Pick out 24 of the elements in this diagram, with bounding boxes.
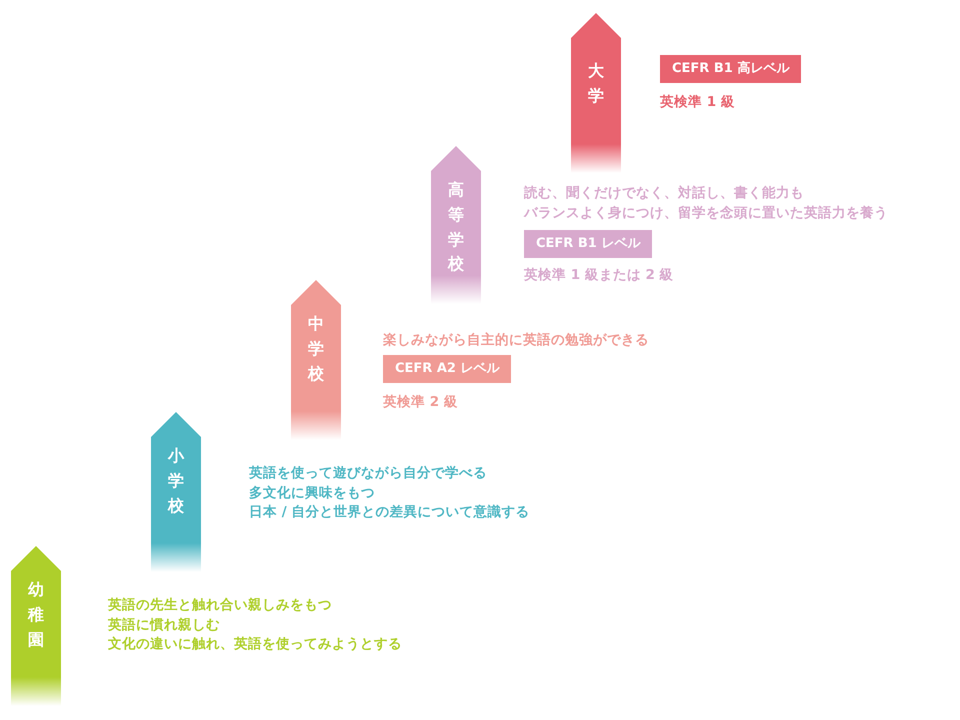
score-text: 英検準 1 級 (660, 93, 735, 112)
goal-text: 英語を使って遊びながら自分で学べる (249, 464, 487, 483)
level-badge: CEFR A2 レベル (383, 355, 512, 383)
stage-label: 大学 (588, 60, 604, 107)
score-text: 英検準 1 級または 2 級 (524, 266, 674, 285)
score-text: 英検準 2 級 (383, 393, 458, 412)
goal-text: 多文化に興味をもつ (249, 484, 375, 502)
goal-text: 英語に慣れ親しむ (108, 616, 220, 634)
stage-arrow (151, 412, 201, 572)
level-badge: CEFR B1 高レベル (660, 55, 802, 83)
stage-arrow (431, 146, 481, 304)
goal-text: 英語の先生と触れ合い親しみをもつ (108, 596, 332, 615)
stage-label: 中学校 (308, 313, 324, 385)
level-badge: CEFR B1 レベル (524, 230, 652, 258)
stage-label: 小学校 (168, 445, 184, 517)
goal-text: 楽しみながら自主的に英語の勉強ができる (383, 331, 649, 350)
stage-label: 高等学校 (448, 179, 464, 276)
goal-text: 文化の違いに触れ、英語を使ってみようとする (108, 635, 402, 654)
stage-label: 幼稚園 (28, 579, 44, 651)
stage-arrow (11, 546, 61, 706)
stage-arrow (571, 13, 621, 173)
stage-arrow (291, 280, 341, 440)
goal-text: 読む、聞くだけでなく、対話し、書く能力もバランスよく身につけ、留学を念頭に置いた英語力を養う (524, 184, 888, 222)
goal-text: 日本 / 自分と世界との差異について意識する (249, 503, 530, 522)
